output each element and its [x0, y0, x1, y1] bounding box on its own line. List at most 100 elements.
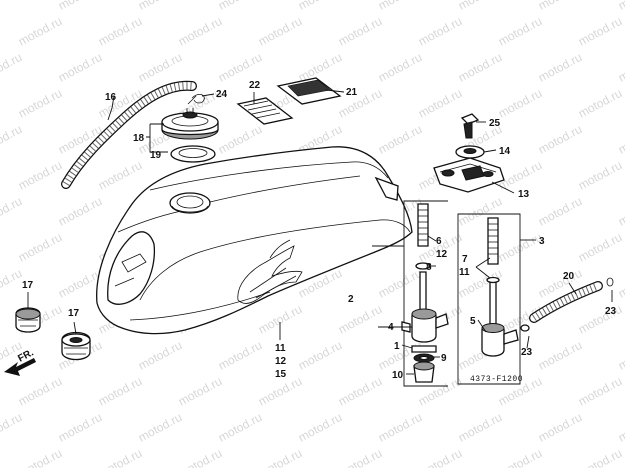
watermark-text: motod.ru: [576, 446, 624, 468]
watermark-text: motod.ru: [0, 266, 24, 301]
watermark-text: motod.ru: [136, 338, 184, 373]
callout-16: 16: [105, 92, 117, 103]
watermark-text: motod.ru: [0, 410, 24, 445]
watermark-text: motod.ru: [96, 374, 144, 409]
watermark-text: motod.ru: [136, 410, 184, 445]
fuel-hose: [529, 277, 614, 323]
callout-17-left: 17: [22, 280, 34, 291]
watermark-text: motod.ru: [616, 194, 625, 229]
watermark-text: motod.ru: [0, 0, 24, 13]
watermark-text: motod.ru: [416, 446, 464, 468]
watermark-text: motod.ru: [0, 50, 24, 85]
watermark-text: motod.ru: [536, 50, 584, 85]
watermark-text: motod.ru: [176, 14, 224, 49]
callout-7: 7: [462, 254, 468, 265]
watermark-text: motod.ru: [536, 0, 584, 13]
watermark-text: motod.ru: [496, 86, 544, 121]
watermark-text: motod.ru: [456, 410, 504, 445]
callout-labels: 16 18 19 24 22 21 25 14 13 3 6 12 8 2 4 …: [16, 80, 616, 384]
watermark-text: motod.ru: [376, 266, 424, 301]
watermark-text: motod.ru: [16, 230, 64, 265]
watermark-text: motod.ru: [576, 86, 624, 121]
watermark-text: motod.ru: [616, 0, 625, 13]
rear-mount-bracket: [433, 157, 505, 193]
watermark-text: motod.ru: [616, 338, 625, 373]
fuel-tank: [96, 146, 413, 335]
watermark-text: motod.ru: [576, 14, 624, 49]
caution-label-21: [276, 77, 342, 105]
callout-17-right: 17: [68, 308, 80, 319]
watermark-text: motod.ru: [256, 446, 304, 468]
wing-emblem-icon: [237, 239, 303, 304]
callout-23-right: 23: [605, 306, 617, 317]
fuel-filler-cap: [161, 94, 219, 140]
watermark-text: motod.ru: [536, 410, 584, 445]
diagram-code: 4373-F1200: [470, 375, 523, 384]
watermark-text: motod.ru: [456, 50, 504, 85]
watermark-text: motod.ru: [56, 0, 104, 13]
callout-23-mid: 23: [521, 347, 533, 358]
callout-9: 9: [441, 353, 447, 364]
callout-6: 6: [436, 236, 442, 247]
watermark-text: motod.ru: [616, 266, 625, 301]
callout-11-tank: 11: [275, 343, 286, 354]
mounting-bolt: [460, 113, 480, 139]
watermark-text: motod.ru: [616, 410, 625, 445]
watermark-text: motod.ru: [56, 50, 104, 85]
rubber-cushion-right: [61, 331, 91, 361]
watermark-text: motod.ru: [416, 86, 464, 121]
watermark-text: motod.ru: [616, 122, 625, 157]
watermark-text: motod.ru: [376, 122, 424, 157]
watermark-text: motod.ru: [336, 374, 384, 409]
callout-8: 8: [426, 262, 432, 273]
callout-25: 25: [489, 118, 501, 129]
mounting-collar: [455, 145, 485, 159]
watermark-text: motod.ru: [336, 302, 384, 337]
callout-24: 24: [216, 89, 228, 100]
callout-4: 4: [388, 322, 394, 333]
watermark-text: motod.ru: [176, 446, 224, 468]
watermark-text: motod.ru: [176, 374, 224, 409]
front-direction-arrow-icon: [4, 358, 36, 376]
watermark-text: motod.ru: [296, 338, 344, 373]
callout-18: 18: [133, 133, 145, 144]
callout-13: 13: [518, 189, 530, 200]
watermark-text: motod.ru: [256, 14, 304, 49]
callout-15-tank: 15: [275, 369, 287, 380]
watermark-text: motod.ru: [496, 446, 544, 468]
caution-label-22: [236, 97, 294, 125]
watermark-text: motod.ru: [16, 86, 64, 121]
watermark-text: motod.ru: [16, 446, 64, 468]
watermark-text: motod.ru: [536, 338, 584, 373]
rubber-cushion-left: [15, 307, 41, 333]
callout-19: 19: [150, 150, 162, 161]
watermark-text: motod.ru: [336, 86, 384, 121]
watermark-text: motod.ru: [416, 14, 464, 49]
watermark-text: motod.ru: [216, 410, 264, 445]
watermark-text: motod.ru: [296, 0, 344, 13]
watermark-text: motod.ru: [576, 374, 624, 409]
watermark-text: motod.ru: [336, 14, 384, 49]
callout-5: 5: [470, 316, 476, 327]
watermark-text: motod.ru: [216, 338, 264, 373]
callout-2: 2: [348, 294, 354, 305]
watermark-text: motod.ru: [0, 122, 24, 157]
watermark-text: motod.ru: [136, 50, 184, 85]
callout-14: 14: [499, 146, 511, 157]
callout-3: 3: [539, 236, 545, 247]
watermark-text: motod.ru: [56, 194, 104, 229]
watermark-text: motod.ru: [136, 0, 184, 13]
fuel-valve-assembly-alt: [457, 213, 536, 385]
watermark-text: motod.ru: [96, 158, 144, 193]
watermark-text: motod.ru: [536, 194, 584, 229]
cap-gasket: [170, 145, 216, 163]
callout-11-valve: 11: [459, 267, 470, 278]
watermark-text: motod.ru: [296, 50, 344, 85]
watermark-text: motod.ru: [0, 194, 24, 229]
watermark-text: motod.ru: [216, 0, 264, 13]
watermark-text: motod.ru: [576, 158, 624, 193]
watermark-text: motod.ru: [456, 0, 504, 13]
watermark-text: motod.ru: [16, 374, 64, 409]
